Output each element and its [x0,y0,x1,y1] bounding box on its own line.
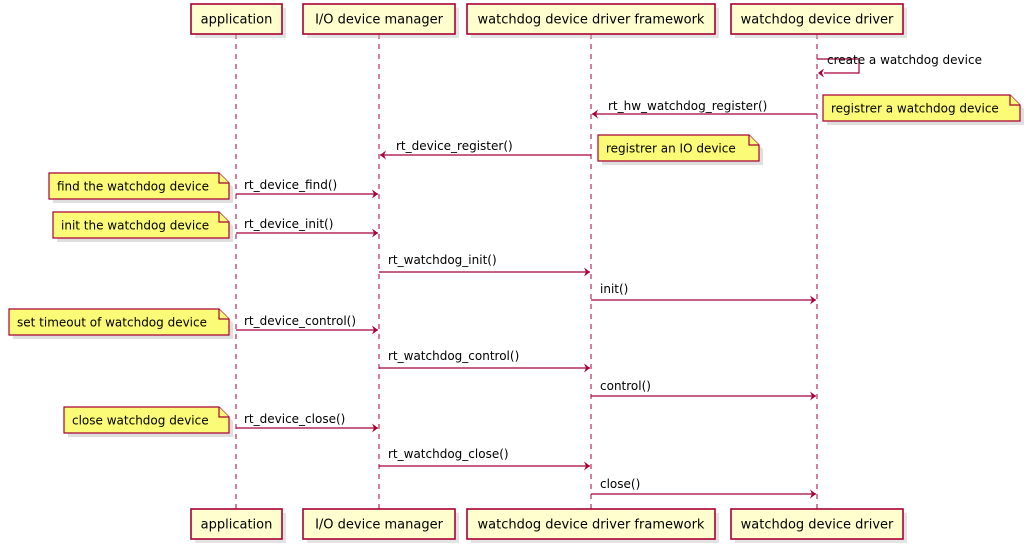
note-label: registrer an IO device [606,142,736,156]
note-close-watchdog-device[interactable]: close watchdog device [63,406,233,437]
message-label: rt_watchdog_init() [388,253,497,267]
message-label: rt_device_init() [244,217,333,231]
note-label: registrer a watchdog device [831,102,999,116]
note-label: find the watchdog device [57,180,209,194]
participant-label: watchdog device driver framework [478,518,705,533]
note-registrer-io-device[interactable]: registrer an IO device [597,134,763,165]
message-init[interactable]: init() [591,282,816,305]
participant-label: I/O device manager [315,518,443,533]
participant-label: watchdog device driver [741,13,894,28]
note-set-timeout[interactable]: set timeout of watchdog device [8,308,233,339]
message-rt-watchdog-control[interactable]: rt_watchdog_control() [379,349,590,373]
message-label: rt_watchdog_control() [388,349,519,363]
note-find-watchdog-device[interactable]: find the watchdog device [48,172,233,203]
participant-label: application [201,518,273,533]
message-label: create a watchdog device [827,53,982,67]
participant-footer-watchdog-framework[interactable]: watchdog device driver framework [466,508,719,543]
note-init-watchdog-device[interactable]: init the watchdog device [52,211,233,242]
message-rt-watchdog-init[interactable]: rt_watchdog_init() [379,253,590,277]
participant-header-application[interactable]: application [190,3,286,38]
message-rt-device-close[interactable]: rt_device_close() [236,412,378,433]
note-label: init the watchdog device [61,219,209,233]
message-rt-hw-watchdog-register[interactable]: rt_hw_watchdog_register() [592,99,817,119]
message-rt-device-find[interactable]: rt_device_find() [236,178,378,199]
message-label: control() [600,379,651,393]
participant-header-watchdog-framework[interactable]: watchdog device driver framework [466,3,719,38]
notes-layer: registrer a watchdog device registrer an … [8,94,1024,437]
participant-footer-application[interactable]: application [190,508,286,543]
message-label: rt_device_close() [244,412,345,426]
participant-label: watchdog device driver framework [478,13,705,28]
message-rt-device-control[interactable]: rt_device_control() [236,314,378,335]
participant-label: I/O device manager [315,13,443,28]
participant-footer-io-device-manager[interactable]: I/O device manager [302,508,459,543]
message-label: rt_watchdog_close() [388,447,509,461]
message-rt-device-init[interactable]: rt_device_init() [236,217,378,238]
message-rt-watchdog-close[interactable]: rt_watchdog_close() [379,447,590,471]
note-registrer-watchdog-device[interactable]: registrer a watchdog device [822,94,1024,125]
message-control[interactable]: control() [591,379,816,401]
participant-label: application [201,13,273,28]
message-label: rt_device_register() [396,139,513,153]
message-label: init() [600,282,628,296]
message-rt-device-register[interactable]: rt_device_register() [380,139,591,160]
participant-footer-watchdog-driver[interactable]: watchdog device driver [730,508,907,543]
note-label: set timeout of watchdog device [17,316,207,330]
participant-header-io-device-manager[interactable]: I/O device manager [302,3,459,38]
participant-label: watchdog device driver [741,518,894,533]
note-label: close watchdog device [72,414,209,428]
message-label: rt_hw_watchdog_register() [608,99,767,113]
message-label: close() [600,477,640,491]
messages-layer: create a watchdog device rt_hw_watchdog_r… [236,53,982,499]
participant-header-watchdog-driver[interactable]: watchdog device driver [730,3,907,38]
message-create-watchdog-device[interactable]: create a watchdog device [817,53,982,78]
message-label: rt_device_find() [244,178,337,192]
message-label: rt_device_control() [244,314,356,328]
message-close[interactable]: close() [591,477,816,499]
